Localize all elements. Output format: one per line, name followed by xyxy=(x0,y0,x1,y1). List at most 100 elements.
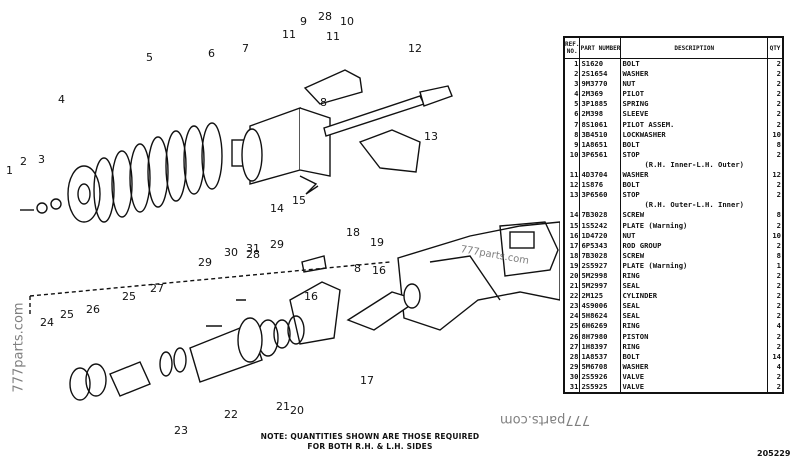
quantity-note: NOTE: QUANTITIES SHOWN ARE THOSE REQUIRE… xyxy=(240,432,500,452)
cell-qty: 2 xyxy=(767,301,784,312)
exploded-parts-diagram: 1 2 3 4 5 6 7 8 8 9 10 11 11 12 13 14 15… xyxy=(6,10,560,437)
cell-part: 4S9006 xyxy=(579,301,622,312)
cell-part: 4D3704 xyxy=(579,170,622,181)
cell-desc: VALVE xyxy=(620,382,768,394)
cell-ref: 27 xyxy=(563,341,581,352)
callout: 25 xyxy=(122,290,136,303)
cell-part: 1H8397 xyxy=(579,341,622,352)
cell-ref: 20 xyxy=(563,270,581,282)
callout: 21 xyxy=(276,400,290,413)
callout: 27 xyxy=(150,282,164,295)
cell-part: 7B3028 xyxy=(579,250,622,261)
cell-ref: 10 xyxy=(563,149,581,160)
callout: 18 xyxy=(346,226,360,239)
cylinder-head xyxy=(289,281,341,345)
cell-qty: 2 xyxy=(767,109,784,120)
cell-ref: 21 xyxy=(563,281,581,292)
cell-ref: 3 xyxy=(563,79,581,90)
cell-desc: SEAL xyxy=(620,301,768,312)
watermark: 777parts.com xyxy=(500,412,591,427)
cell-qty xyxy=(767,159,784,171)
cell-desc: PLATE (Warning) xyxy=(620,220,768,231)
callout: 7 xyxy=(242,42,249,55)
callout: 28 xyxy=(318,10,332,23)
cell-ref: 7 xyxy=(563,119,581,130)
cell-part: 1A8651 xyxy=(579,139,622,150)
cell-ref: 25 xyxy=(563,321,581,332)
cell-qty: 2 xyxy=(767,89,784,100)
cell-desc: BOLT xyxy=(620,180,768,191)
cell-part: 1A8537 xyxy=(579,351,622,362)
cell-qty: 8 xyxy=(767,210,784,221)
cell-part: 9M3770 xyxy=(579,79,622,90)
cell-desc: PILOT ASSEM. xyxy=(620,119,768,130)
callout: 30 xyxy=(224,246,238,259)
cell-desc: SCREW xyxy=(620,250,768,261)
callout: 15 xyxy=(292,194,306,207)
cell-qty: 2 xyxy=(767,270,784,282)
cell-desc: RING xyxy=(620,321,768,332)
cell-desc: VALVE xyxy=(620,371,768,382)
cell-desc: SCREW xyxy=(620,210,768,221)
cell-part: 1S5242 xyxy=(579,220,622,231)
watermark: 777parts.com xyxy=(11,302,27,393)
callout: 23 xyxy=(174,424,188,437)
recoil-spring xyxy=(93,122,223,223)
cell-ref: 24 xyxy=(563,311,581,322)
cell-desc: WASHER xyxy=(620,69,768,80)
callout: 29 xyxy=(198,256,212,269)
callout: 1 xyxy=(6,164,13,177)
callout: 19 xyxy=(370,236,384,249)
cell-part: 2M125 xyxy=(579,291,622,302)
callout: 14 xyxy=(270,202,284,215)
cell-ref: 5 xyxy=(563,99,581,110)
callout: 8 xyxy=(354,262,361,275)
cell-qty: 10 xyxy=(767,230,784,241)
rod xyxy=(323,95,425,137)
cell-desc: PISTON xyxy=(620,331,768,342)
cell-qty: 2 xyxy=(767,119,784,130)
callout: 4 xyxy=(58,93,65,106)
cell-desc: BOLT xyxy=(620,139,768,150)
cell-part: 2S5925 xyxy=(579,382,622,394)
callout: 13 xyxy=(424,130,438,143)
callout: 12 xyxy=(408,42,422,55)
cell-ref xyxy=(563,159,581,171)
cell-ref: 18 xyxy=(563,250,581,261)
cell-qty: 2 xyxy=(767,281,784,292)
cell-ref: 23 xyxy=(563,301,581,312)
cell-qty: 2 xyxy=(767,311,784,322)
cell-desc: ROD GROUP xyxy=(620,240,768,251)
callout: 29 xyxy=(270,238,284,251)
cell-part: 1D4720 xyxy=(579,230,622,241)
callout: 22 xyxy=(224,408,238,421)
table-row: (R.H. Outer-L.H. Inner) xyxy=(563,200,784,211)
cell-qty: 1 xyxy=(767,260,784,271)
callout: 9 xyxy=(300,15,307,28)
cell-ref: 6 xyxy=(563,109,581,120)
cell-qty: 2 xyxy=(767,341,784,352)
cell-part: 5H8624 xyxy=(579,311,622,322)
cell-qty: 8 xyxy=(767,250,784,261)
cell-part: 3B4510 xyxy=(579,129,622,140)
cell-desc: STOP xyxy=(620,149,768,160)
cell-qty: 2 xyxy=(767,180,784,191)
cell-ref: 8 xyxy=(563,129,581,140)
callout: 16 xyxy=(372,264,386,277)
callout: 20 xyxy=(290,404,304,417)
cell-part: 2S5926 xyxy=(579,371,622,382)
cell-ref: 31 xyxy=(563,382,581,394)
cell-ref: 19 xyxy=(563,260,581,271)
cell-ref: 29 xyxy=(563,361,581,372)
cell-qty: 12 xyxy=(767,170,784,181)
